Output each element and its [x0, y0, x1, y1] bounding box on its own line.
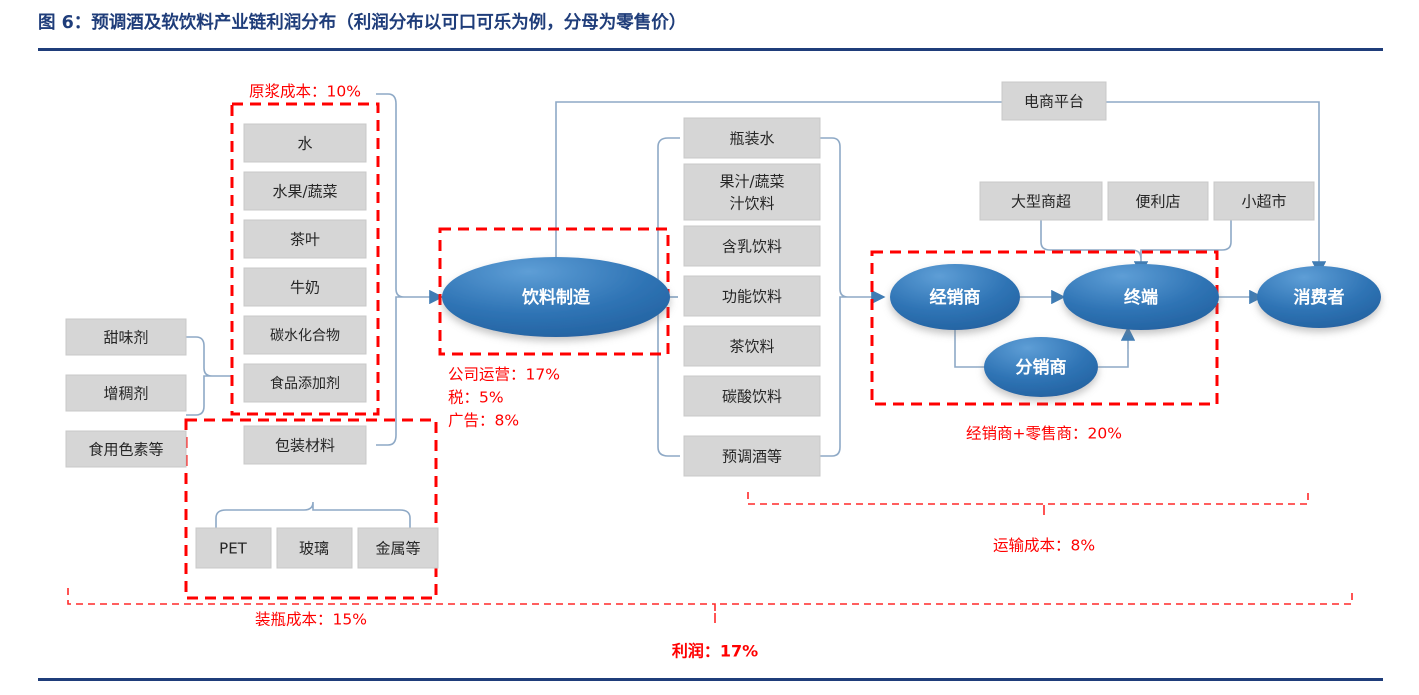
raw-material-box-3: 牛奶: [243, 267, 367, 307]
connector-manufacturing-to-ecommerce: [555, 101, 1002, 280]
group-box-bottling-cost: [184, 418, 438, 600]
node-subdealer: 分销商: [984, 337, 1098, 397]
raw-material-label-3: 牛奶: [290, 279, 320, 297]
connector-products-to-dealer-brace: [820, 137, 849, 457]
connector-subdealer-to-terminal: [1098, 326, 1136, 368]
group-box-dealer-retail: [870, 250, 1219, 406]
connector-raw-to-manufacturing-brace: [376, 93, 405, 446]
connector-ecommerce-to-consumer: [1106, 101, 1327, 276]
node-consumer: 消费者: [1257, 266, 1381, 328]
retail-label-0: 大型商超: [1011, 193, 1071, 211]
packaging-type-box-0: PET: [195, 527, 272, 569]
node-subdealer-label: 分销商: [1016, 357, 1067, 378]
product-label-2: 含乳饮料: [722, 238, 782, 256]
raw-material-label-1: 水果/蔬菜: [272, 183, 337, 201]
additive-box-0: 甜味剂: [65, 318, 187, 356]
product-label-5: 碳酸饮料: [722, 388, 782, 406]
node-dealer: 经销商: [890, 264, 1020, 330]
product-label-6: 预调酒等: [722, 448, 782, 466]
product-label-3: 功能饮料: [722, 288, 782, 306]
product-box-3: 功能饮料: [683, 275, 821, 317]
connector-manufacturing-to-products-bottom: [657, 296, 680, 457]
connector-dealer-to-subdealer: [954, 328, 985, 368]
retail-box-1: 便利店: [1107, 181, 1209, 221]
product-box-1: 果汁/蔬菜 汁饮料: [683, 163, 821, 221]
packaging-type-box-1: 玻璃: [276, 527, 353, 569]
channel-ecommerce-label: 电商平台: [1024, 93, 1084, 111]
additive-label-0: 甜味剂: [103, 329, 148, 347]
product-box-4: 茶饮料: [683, 325, 821, 367]
annotation-profit: 利润：17%: [672, 642, 758, 661]
connector-packaging-brace: [215, 501, 411, 528]
raw-material-label-4: 碳水化合物: [270, 328, 340, 344]
packaging-type-label-0: PET: [219, 540, 248, 558]
annotation-transport-cost: 运输成本：8%: [993, 537, 1095, 555]
additive-box-1: 增稠剂: [65, 374, 187, 412]
product-label-0: 瓶装水: [729, 130, 774, 148]
node-dealer-label: 经销商: [930, 287, 981, 308]
product-label-1: 果汁/蔬菜: [719, 173, 784, 191]
raw-material-label-5: 食品添加剂: [270, 375, 340, 392]
additive-box-2: 食用色素等: [65, 430, 187, 468]
raw-material-box-5: 食品添加剂: [243, 363, 367, 403]
node-terminal-label: 终端: [1124, 287, 1158, 308]
figure-title-bar: 图 6：预调酒及软饮料产业链利润分布（利润分布以可口可乐为例，分母为零售价）: [38, 10, 1383, 36]
product-box-0: 瓶装水: [683, 117, 821, 159]
packaging-material-label: 包装材料: [275, 437, 335, 455]
raw-material-label-2: 茶叶: [290, 231, 320, 249]
raw-material-box-0: 水: [243, 123, 367, 163]
bottom-divider: [38, 678, 1383, 681]
annotation-company-ops: 公司运营：17%: [448, 366, 560, 384]
product-box-2: 含乳饮料: [683, 225, 821, 267]
node-manufacturing-label: 饮料制造: [521, 287, 591, 308]
retail-box-0: 大型商超: [979, 181, 1103, 221]
group-box-raw-cost: [230, 102, 380, 416]
supply-chain-diagram: 甜味剂 增稠剂 食用色素等 水 水果/蔬菜 茶叶 牛奶 碳水化合物: [65, 81, 1381, 661]
product-box-5: 碳酸饮料: [683, 375, 821, 417]
brace-profit: [67, 588, 1353, 624]
node-terminal: 终端: [1063, 264, 1219, 330]
raw-material-box-1: 水果/蔬菜: [243, 171, 367, 211]
annotation-bottling-cost: 装瓶成本：15%: [255, 611, 367, 629]
packaging-material-box: 包装材料: [243, 425, 367, 465]
retail-label-1: 便利店: [1135, 193, 1180, 211]
connector-retail-brace: [1040, 220, 1232, 260]
title-divider: [38, 48, 1383, 51]
packaging-type-label-1: 玻璃: [299, 540, 329, 558]
product-label-1-line2: 汁饮料: [729, 195, 774, 213]
node-manufacturing: 饮料制造: [442, 257, 670, 337]
product-box-6: 预调酒等: [683, 435, 821, 477]
connector-additives-brace: [186, 336, 213, 416]
channel-box-ecommerce: 电商平台: [1001, 81, 1107, 121]
additive-label-2: 食用色素等: [88, 441, 163, 459]
product-label-4: 茶饮料: [729, 338, 774, 356]
raw-material-label-0: 水: [297, 135, 312, 153]
annotation-tax: 税：5%: [448, 389, 504, 407]
retail-label-2: 小超市: [1241, 193, 1286, 211]
node-consumer-label: 消费者: [1294, 287, 1345, 308]
annotation-dealer-retail: 经销商+零售商：20%: [966, 425, 1122, 443]
retail-box-2: 小超市: [1213, 181, 1315, 221]
raw-material-box-4: 碳水化合物: [243, 315, 367, 355]
additive-label-1: 增稠剂: [103, 385, 148, 403]
page-title: 图 6：预调酒及软饮料产业链利润分布（利润分布以可口可乐为例，分母为零售价）: [38, 13, 687, 33]
raw-material-box-2: 茶叶: [243, 219, 367, 259]
annotation-raw-cost: 原浆成本：10%: [249, 83, 361, 101]
brace-transport-cost: [747, 492, 1309, 516]
packaging-type-label-2: 金属等: [375, 540, 420, 558]
annotation-advertising: 广告：8%: [448, 412, 519, 430]
packaging-type-box-2: 金属等: [357, 527, 439, 569]
